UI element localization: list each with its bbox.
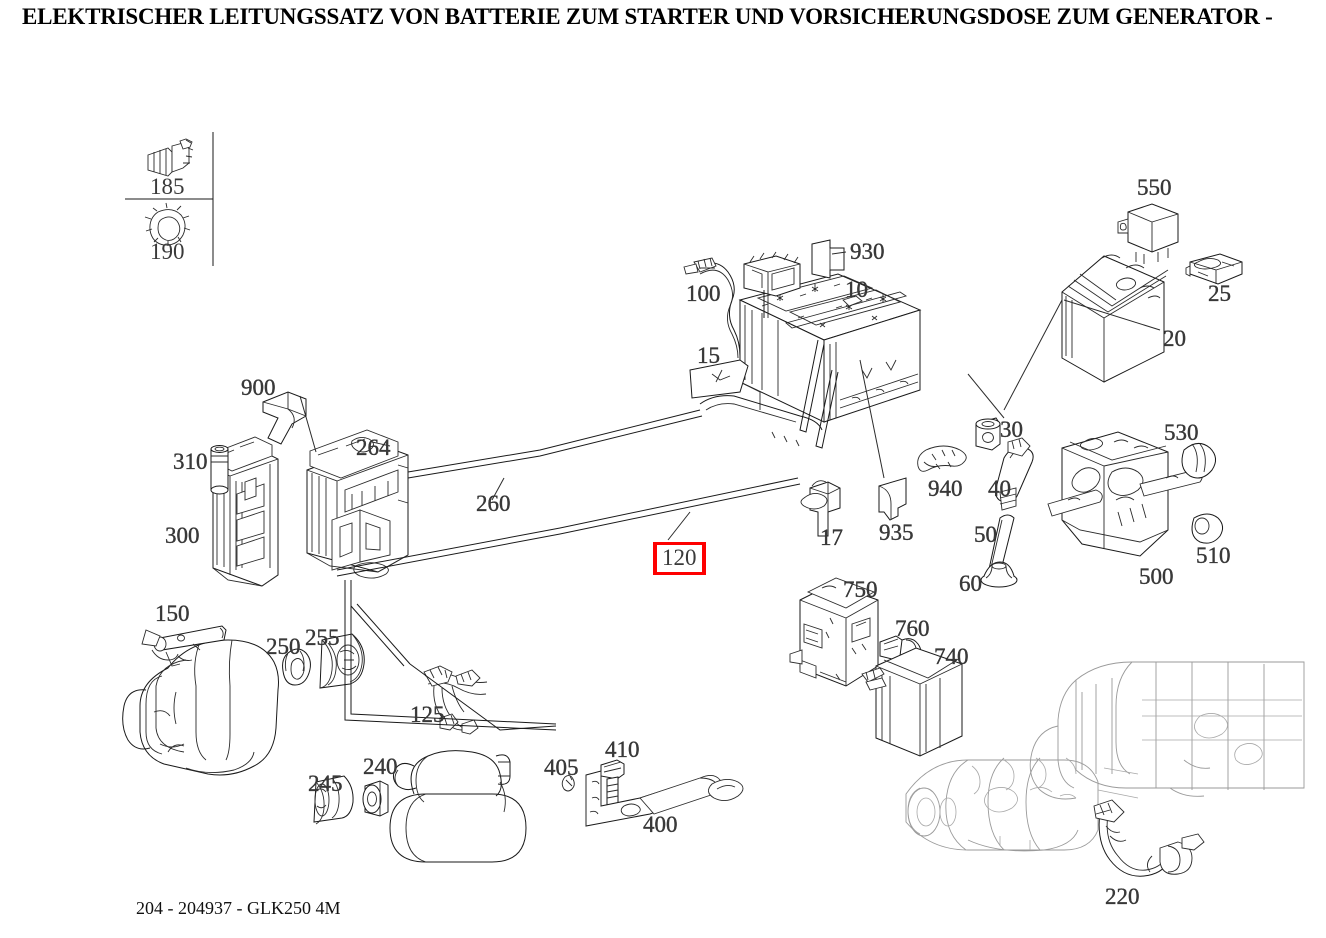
callout-25[interactable]: 25 — [1208, 281, 1231, 306]
part-30-bushing — [976, 418, 1000, 450]
callout-60[interactable]: 60 — [959, 571, 982, 596]
callout-255[interactable]: 255 — [305, 625, 340, 650]
callout-930[interactable]: 930 — [850, 239, 885, 264]
callout-300[interactable]: 300 — [165, 523, 200, 548]
part-410-bolt — [601, 760, 624, 809]
callout-10[interactable]: 10 — [845, 277, 868, 302]
callout-15[interactable]: 15 — [697, 343, 720, 368]
callout-500[interactable]: 500 — [1139, 564, 1174, 589]
callout-50[interactable]: 50 — [974, 522, 997, 547]
part-100-wire — [684, 252, 800, 358]
callout-400[interactable]: 400 — [643, 812, 678, 837]
callout-550[interactable]: 550 — [1137, 175, 1172, 200]
callout-100[interactable]: 100 — [686, 281, 721, 306]
part-starter-motor — [390, 751, 526, 862]
legend-icon-bolt — [148, 139, 193, 176]
callout-260[interactable]: 260 — [476, 491, 511, 516]
legend-number-190: 190 — [150, 239, 185, 264]
callout-935[interactable]: 935 — [879, 520, 914, 545]
callout-125[interactable]: 125 — [410, 702, 445, 727]
legend-number-185: 185 — [150, 174, 185, 199]
part-264-fuse-block — [307, 430, 408, 578]
part-240-spacer — [363, 781, 388, 816]
part-940-clamp — [918, 446, 967, 471]
part-405-clip — [562, 775, 574, 791]
callout-740[interactable]: 740 — [934, 644, 969, 669]
part-740-box — [862, 648, 962, 756]
callout-264[interactable]: 264 — [356, 435, 391, 460]
part-310-bushing — [211, 446, 228, 495]
callout-310[interactable]: 310 — [173, 449, 208, 474]
callout-240[interactable]: 240 — [363, 754, 398, 779]
callout-150[interactable]: 150 — [155, 601, 190, 626]
callout-250[interactable]: 250 — [266, 634, 301, 659]
callout-510[interactable]: 510 — [1196, 543, 1231, 568]
part-400-bracket — [586, 771, 743, 826]
harness-cable-120 — [337, 478, 800, 576]
part-300-fusebox — [213, 437, 278, 586]
part-510-bushing — [1192, 514, 1223, 543]
part-900-clip — [263, 392, 306, 444]
part-10-battery — [700, 274, 920, 448]
part-60-grommet — [981, 562, 1017, 587]
callout-120-highlighted[interactable]: 120 — [653, 542, 706, 575]
callout-900[interactable]: 900 — [241, 375, 276, 400]
part-550-relay — [1118, 204, 1178, 264]
harness-cable-lower — [345, 580, 556, 730]
callout-17[interactable]: 17 — [820, 525, 843, 550]
part-15-plate — [690, 360, 748, 398]
part-alternator — [123, 640, 279, 775]
callout-405[interactable]: 405 — [544, 755, 579, 780]
callout-30[interactable]: 30 — [1000, 417, 1023, 442]
callout-940[interactable]: 940 — [928, 476, 963, 501]
leader-lines — [300, 252, 1160, 540]
part-250-ring — [283, 649, 311, 685]
harness-cable-260 — [408, 410, 702, 478]
part-25-connector — [1186, 254, 1242, 284]
callout-220[interactable]: 220 — [1105, 884, 1140, 909]
part-245-pulley — [314, 776, 353, 824]
part-220-ground-cable — [1094, 800, 1204, 876]
callout-760[interactable]: 760 — [895, 616, 930, 641]
part-125-harness — [424, 666, 487, 734]
callout-120-label: 120 — [657, 545, 702, 572]
callout-410[interactable]: 410 — [605, 737, 640, 762]
part-500-bracket — [1048, 432, 1202, 556]
callout-530[interactable]: 530 — [1164, 420, 1199, 445]
document-footer: 204 - 204937 - GLK250 4M — [136, 898, 341, 918]
callout-40[interactable]: 40 — [988, 476, 1011, 501]
part-150-bracket — [142, 626, 226, 666]
part-20-battery-box — [1062, 255, 1168, 382]
legend-icon-washer — [145, 203, 190, 246]
part-17-bracket — [801, 481, 840, 536]
part-transmission-gray — [906, 662, 1304, 851]
part-255-pulley — [320, 634, 364, 688]
part-530-cap — [1182, 443, 1216, 478]
callout-20[interactable]: 20 — [1163, 326, 1186, 351]
callout-750[interactable]: 750 — [843, 577, 878, 602]
part-750-box — [790, 578, 878, 686]
legend-box: 185 190 — [105, 132, 213, 266]
part-935-cap — [879, 478, 906, 520]
part-40-elbow — [996, 438, 1033, 510]
callout-245[interactable]: 245 — [308, 771, 343, 796]
legend-box-frame — [125, 132, 213, 266]
part-930-cap — [812, 240, 844, 278]
page-title: ELEKTRISCHER LEITUNGSSATZ VON BATTERIE Z… — [22, 4, 1273, 29]
